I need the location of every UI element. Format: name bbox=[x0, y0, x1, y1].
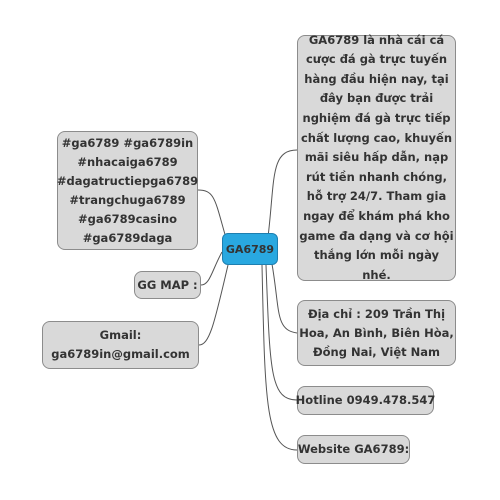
description-line: chất lượng cao, khuyến bbox=[300, 130, 453, 145]
connector-ggmap bbox=[200, 251, 223, 286]
hashtag-line: #ga6789 #ga6789in bbox=[61, 135, 194, 150]
connector-gmail bbox=[198, 264, 229, 346]
central-topic-node[interactable]: GA6789 bbox=[222, 233, 278, 265]
connector-address bbox=[271, 263, 298, 334]
gmail-node[interactable]: Gmail: ga6789in@gmail.com bbox=[42, 321, 199, 369]
hotline-label: Hotline 0949.478.547 bbox=[295, 393, 436, 407]
hashtag-line: #ga6789casino bbox=[77, 211, 178, 226]
connector-hotline bbox=[265, 264, 298, 401]
website-node[interactable]: Website GA6789: bbox=[297, 435, 410, 464]
address-line: Địa chỉ : 209 Trần Thị bbox=[307, 306, 446, 321]
description-line: rút tiền nhanh chóng, bbox=[306, 169, 447, 184]
description-line: thắng lớn mỗi ngày bbox=[313, 248, 440, 263]
description-line: ngay để khám phá kho bbox=[303, 208, 450, 223]
hashtags-node[interactable]: #ga6789 #ga6789in #nhacaiga6789 #dagatru… bbox=[57, 131, 198, 250]
address-line: Đồng Nai, Việt Nam bbox=[313, 344, 440, 359]
gg-map-label: GG MAP : bbox=[137, 277, 198, 292]
description-line: nhé. bbox=[362, 267, 391, 282]
central-topic-label: GA6789 bbox=[225, 242, 275, 256]
description-line: cược đá gà trực tuyến bbox=[305, 52, 448, 67]
description-line: hỗ trợ 24/7. Tham gia bbox=[306, 189, 447, 204]
description-line: đây bạn được trải bbox=[319, 91, 434, 106]
description-line: GA6789 là nhà cái cá bbox=[308, 32, 445, 47]
connector-tags bbox=[197, 189, 227, 239]
connector-description bbox=[267, 149, 298, 238]
description-line: game đa dạng và cơ hội bbox=[299, 228, 454, 243]
hashtag-line: #dagatructiepga6789 bbox=[56, 173, 199, 188]
hashtag-line: #nhacaiga6789 bbox=[77, 154, 178, 169]
address-line: Hoa, An Bình, Biên Hòa, bbox=[299, 325, 454, 340]
gmail-address: ga6789in@gmail.com bbox=[51, 347, 190, 361]
hashtag-line: #ga6789daga bbox=[82, 230, 173, 245]
description-line: mãi siêu hấp dẫn, nạp bbox=[304, 150, 449, 165]
address-node[interactable]: Địa chỉ : 209 Trần Thị Hoa, An Bình, Biê… bbox=[297, 300, 456, 366]
gmail-label: Gmail: bbox=[99, 328, 142, 342]
hashtag-line: #trangchuga6789 bbox=[69, 192, 186, 207]
description-line: nghiệm đá gà trực tiếp bbox=[302, 111, 451, 126]
description-line: hàng đầu hiện nay, tại bbox=[304, 71, 449, 86]
gg-map-node[interactable]: GG MAP : bbox=[134, 271, 201, 299]
description-node[interactable]: GA6789 là nhà cái cá cược đá gà trực tuy… bbox=[297, 33, 456, 282]
connector-website bbox=[261, 264, 298, 451]
hotline-node[interactable]: Hotline 0949.478.547 bbox=[295, 386, 436, 415]
website-label: Website GA6789: bbox=[297, 442, 410, 456]
